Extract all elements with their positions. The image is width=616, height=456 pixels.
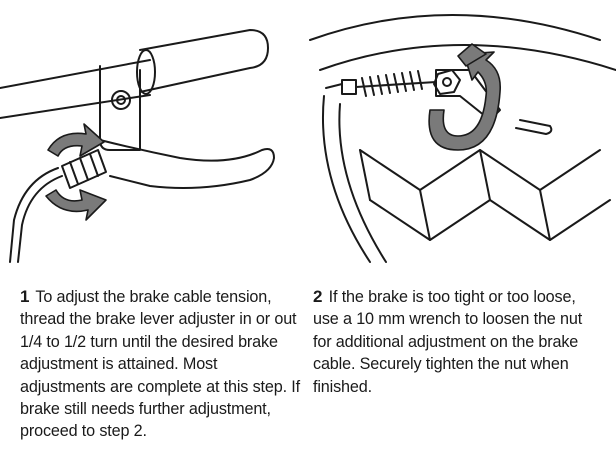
- brake-cable-nut-illustration: [300, 0, 616, 270]
- step-1-number: 1: [20, 287, 30, 306]
- brake-lever-adjuster-illustration: [0, 0, 300, 270]
- step-2-instruction: 2 If the brake is too tight or too loose…: [313, 286, 603, 398]
- step-2-text: If the brake is too tight or too loose, …: [313, 288, 583, 396]
- step-1-text: To adjust the brake cable tension, threa…: [20, 288, 300, 441]
- step-2-number: 2: [313, 287, 323, 306]
- step-1-instruction: 1 To adjust the brake cable tension, thr…: [20, 286, 302, 443]
- rotation-arrow-icon: [45, 123, 107, 221]
- rotation-arrow-icon: [428, 43, 502, 151]
